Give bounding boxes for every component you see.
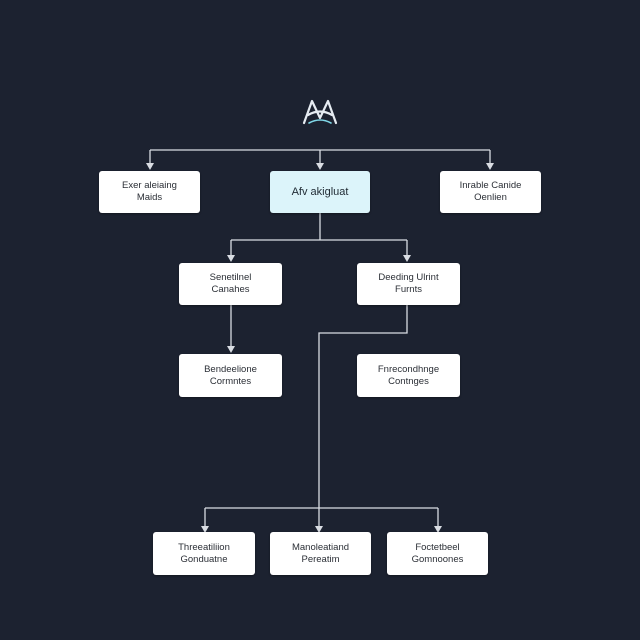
- node-low-right-line2: Contnges: [388, 375, 429, 387]
- arrowhead-low-left: [227, 346, 235, 353]
- arrowhead-bot-right: [434, 526, 442, 533]
- node-bot-left-line2: Gonduatne: [180, 553, 228, 565]
- node-low-right-line1: Fnrecondhnge: [377, 363, 440, 375]
- node-bot-right-line2: Gomnoones: [411, 553, 464, 565]
- connector-mid-right-route: [318, 305, 408, 527]
- arrowhead-mid-right: [403, 255, 411, 262]
- node-left-top-line2: Maids: [136, 192, 163, 203]
- node-bot-center-line1: Manoleatiand: [291, 541, 350, 553]
- node-left-top-line1: Exer aleiaing: [122, 180, 177, 191]
- arrowhead-left-top: [146, 163, 154, 170]
- node-low-right[interactable]: Fnrecondhnge Contnges: [357, 354, 460, 397]
- double-a-monogram-icon: [302, 99, 338, 125]
- node-right-top-line1: Inrable Canide: [459, 180, 522, 191]
- node-low-left[interactable]: Bendeelione Cormntes: [179, 354, 282, 397]
- node-low-left-line2: Cormntes: [209, 375, 252, 387]
- node-mid-right-line2: Furnts: [395, 284, 422, 295]
- node-bot-center[interactable]: Manoleatiand Pereatim: [270, 532, 371, 575]
- node-mid-left[interactable]: Senetilnel Canahes: [179, 263, 282, 305]
- node-root[interactable]: Afv akigluat: [270, 171, 370, 213]
- node-bot-right[interactable]: Foctetbeel Gomnoones: [387, 532, 488, 575]
- node-left-top[interactable]: Exer aleiaing Maids: [99, 171, 200, 213]
- node-mid-left-line1: Senetilnel: [209, 272, 252, 283]
- node-mid-right-line1: Deeding Ulrint: [378, 272, 439, 283]
- node-right-top-line2: Oenlien: [474, 192, 507, 203]
- node-right-top[interactable]: Inrable Canide Oenlien: [440, 171, 541, 213]
- node-bot-center-line2: Pereatim: [301, 553, 340, 565]
- node-mid-right[interactable]: Deeding Ulrint Furnts: [357, 263, 460, 305]
- node-mid-left-line2: Canahes: [211, 284, 250, 295]
- arrowhead-right-top: [486, 163, 494, 170]
- node-root-line1: Afv akigluat: [291, 186, 349, 198]
- arrowhead-mid-left: [227, 255, 235, 262]
- arrowhead-bot-left: [201, 526, 209, 533]
- node-low-left-line1: Bendeelione: [204, 363, 257, 375]
- arrowhead-root: [316, 163, 324, 170]
- arrowhead-bot-center: [315, 526, 323, 533]
- node-bot-right-line1: Foctetbeel: [415, 541, 460, 553]
- node-bot-left-line1: Threeatiliion: [178, 541, 230, 553]
- node-bot-left[interactable]: Threeatiliion Gonduatne: [153, 532, 255, 575]
